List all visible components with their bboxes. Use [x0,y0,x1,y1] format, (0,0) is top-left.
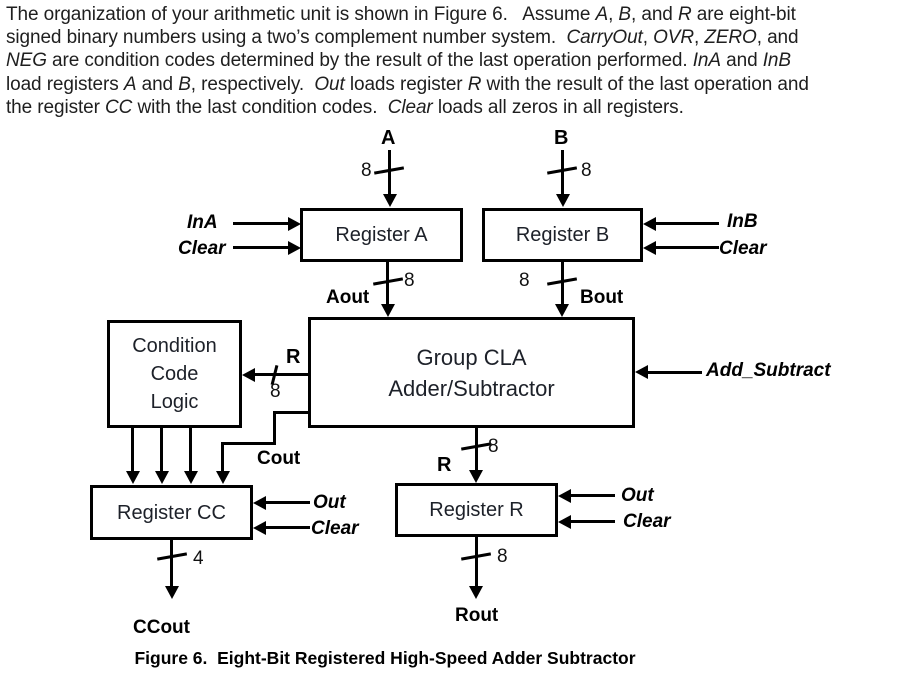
ina-signal-label: InA [187,212,218,233]
inb-signal-label: InB [727,211,758,232]
register-a-box: Register A [300,208,463,262]
register-cc-box: Register CC [90,485,253,540]
bus-r-to-ccl-width-label: 8 [270,381,281,402]
clear-cc-arrowhead-icon [253,521,266,535]
ina-wire [233,222,289,225]
clear-a-signal-label: Clear [178,238,226,259]
bus-r-to-ccl-arrowhead-icon [242,368,255,382]
clear-cc-signal-label: Clear [311,518,359,539]
bus-r-result-label: R [437,454,452,476]
bus-b-arrowhead-icon [556,194,570,207]
register-a-title: Register A [335,224,428,246]
bus-a-arrowhead-icon [383,194,397,207]
bus-bout-label: Bout [580,287,624,308]
adder-line2: Adder/Subtractor [388,375,555,401]
bus-rout-arrowhead-icon [469,586,483,599]
cc-flag-arrowhead-2-icon [155,471,169,484]
out-r-wire [570,494,615,497]
ccl-line3: Logic [150,391,199,413]
cout-arrowhead-icon [216,471,230,484]
bus-r-to-ccl-wire [254,373,308,376]
clear-b-wire [654,246,719,249]
ccl-line1: Condition [132,335,217,357]
register-b-box: Register B [482,208,643,262]
intro-paragraph: The organization of your arithmetic unit… [6,4,809,118]
inb-arrowhead-icon [643,217,656,231]
condition-code-logic-box: Condition Code Logic [107,320,242,428]
cc-flag-wire-3 [189,428,192,473]
cout-wire-h2 [221,442,276,445]
cout-wire-v2 [221,442,224,473]
add-subtract-label: Add_Subtract [706,360,831,381]
clear-r-signal-label: Clear [623,511,671,532]
clear-r-arrowhead-icon [558,515,571,529]
bus-bout-width-label: 8 [519,270,530,291]
bus-aout-label: Aout [326,287,370,308]
bus-a-label: A [381,127,396,149]
cc-flag-wire-1 [131,428,134,473]
out-cc-wire [265,501,310,504]
clear-b-signal-label: Clear [719,238,767,259]
bus-r-result-wire [475,428,478,472]
bus-rout-label: Rout [455,605,499,626]
clear-a-arrowhead-icon [288,241,301,255]
out-cc-signal-label: Out [313,492,346,513]
cc-flag-arrowhead-3-icon [184,471,198,484]
clear-r-wire [570,520,615,523]
bus-a-wire [388,150,391,196]
figure-caption: Figure 6. Eight-Bit Registered High-Spee… [134,648,636,668]
out-r-signal-label: Out [621,485,654,506]
adder-line1: Group CLA [416,344,527,370]
bus-r-result-arrowhead-icon [469,470,483,483]
bus-ccout-wire [170,540,173,586]
bus-aout-width-label: 8 [404,270,415,291]
bus-r-result-width-label: 8 [488,436,499,457]
bus-a-width-label: 8 [361,160,372,181]
bus-b-width-label: 8 [581,160,592,181]
ccl-line2: Code [150,363,199,385]
clear-a-wire [233,246,289,249]
register-b-title: Register B [515,224,610,246]
cout-wire-h1 [273,411,308,414]
adder-box: Group CLA Adder/Subtractor [308,317,635,428]
cout-label: Cout [257,448,301,469]
bus-ccout-width-label: 4 [193,548,204,569]
bus-ccout-arrowhead-icon [165,586,179,599]
bus-rout-width-label: 8 [497,546,508,567]
bus-aout-arrowhead-icon [381,304,395,317]
bus-rout-wire [475,537,478,586]
ina-arrowhead-icon [288,217,301,231]
add-subtract-arrowhead-icon [635,365,648,379]
add-subtract-wire [646,371,702,374]
inb-wire [654,222,719,225]
cc-flag-wire-2 [160,428,163,473]
cout-wire-v1 [273,411,276,445]
register-cc-title: Register CC [117,501,226,524]
bus-bout-arrowhead-icon [555,304,569,317]
out-r-arrowhead-icon [558,489,571,503]
bus-ccout-label: CCout [133,617,190,638]
bus-r-to-ccl-label: R [286,346,301,368]
clear-cc-wire [265,526,310,529]
cc-flag-arrowhead-1-icon [126,471,140,484]
clear-b-arrowhead-icon [643,241,656,255]
register-r-title: Register R [429,499,524,521]
bus-aout-wire [386,262,389,306]
bus-bout-wire [561,262,564,306]
bus-b-label: B [554,127,569,149]
out-cc-arrowhead-icon [253,496,266,510]
bus-b-wire [561,150,564,196]
register-r-box: Register R [395,483,558,537]
